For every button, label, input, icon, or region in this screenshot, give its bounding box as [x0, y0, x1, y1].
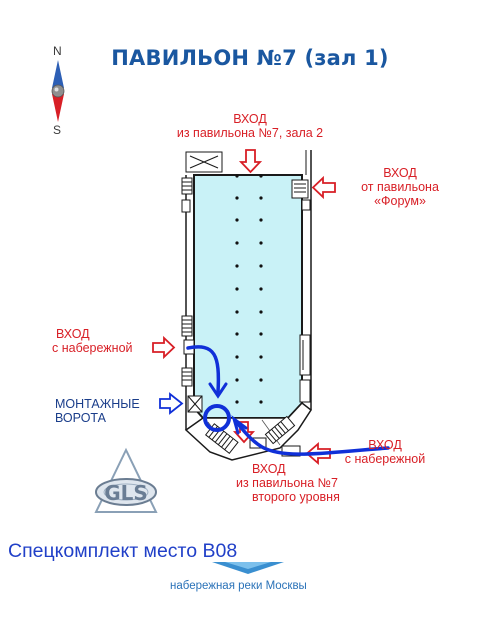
entrance-forum-label: ВХОД от павильона «Форум»	[361, 166, 439, 208]
column-grid	[235, 174, 263, 404]
compass-icon	[51, 60, 65, 122]
entrance-embankment-left-label: ВХОД с набережной	[52, 327, 133, 355]
entrance-arrow-embankment-left-icon	[152, 335, 176, 360]
booth-title: Спецкомплект место В08	[8, 540, 238, 562]
logo-text: GLS	[104, 481, 148, 505]
entrance-second-level-label: ВХОД из павильона №7 второго уровня	[236, 462, 340, 504]
entrance-arrow-top-icon	[238, 149, 263, 174]
compass-north-label: N	[53, 44, 62, 58]
hall-floor	[184, 150, 313, 461]
entrance-arrow-forum-icon	[311, 175, 336, 200]
booth-location-marker	[203, 404, 231, 432]
river-label: набережная реки Москвы	[170, 580, 307, 592]
river-direction-icon	[212, 562, 284, 574]
mounting-gate-label: МОНТАЖНЫЕ ВОРОТА	[55, 397, 140, 425]
compass-south-label: S	[53, 123, 62, 137]
gls-logo: GLS	[94, 447, 158, 513]
route-path	[186, 345, 390, 456]
entrance-embankment-right-label: ВХОД с набережной	[344, 438, 426, 466]
mounting-gate-arrow-icon	[159, 392, 184, 415]
page-title: ПАВИЛЬОН №7 (зал 1)	[111, 46, 389, 70]
entrance-top-label: ВХОД из павильона №7, зала 2	[176, 112, 324, 140]
